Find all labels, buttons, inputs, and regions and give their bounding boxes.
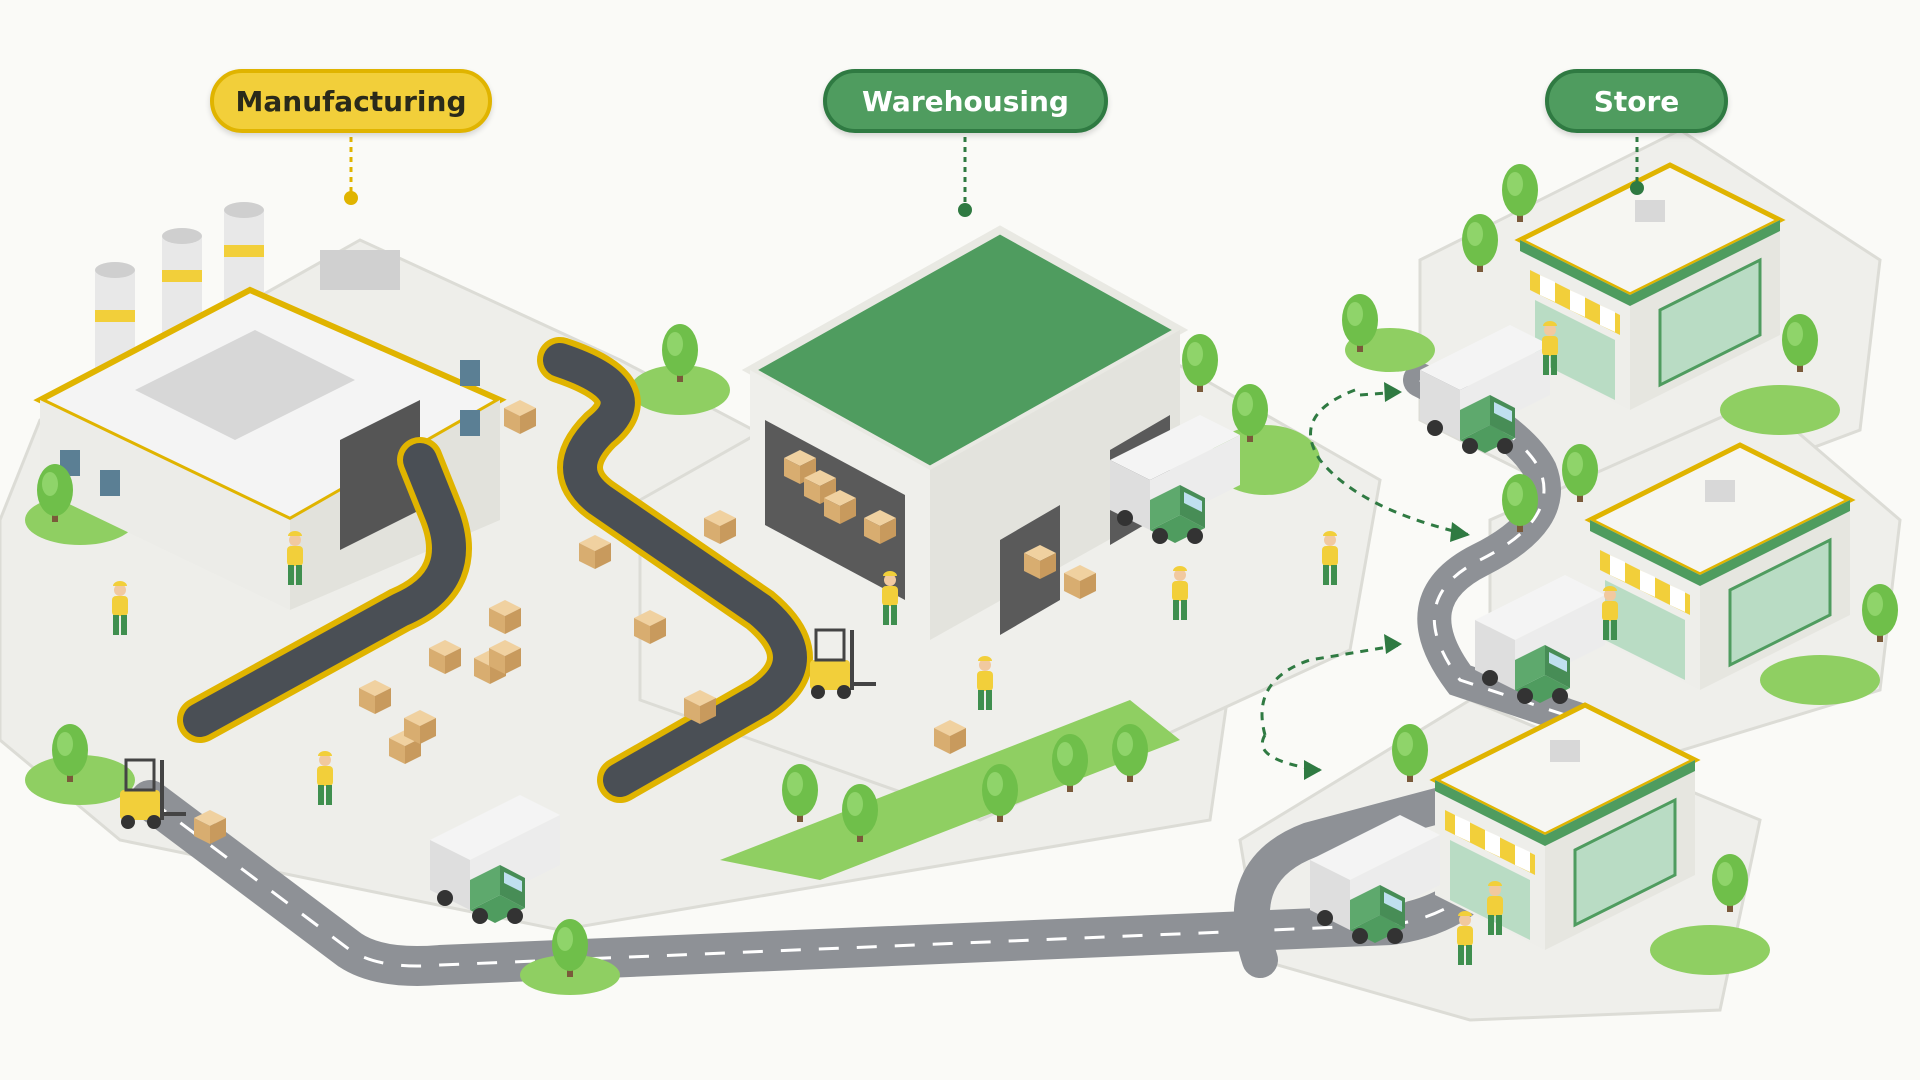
conveyor-icon: [177, 337, 813, 803]
manufacturing-label: Manufacturing: [210, 69, 492, 133]
warehousing-label: Warehousing: [823, 69, 1108, 133]
factory-icon: [33, 202, 507, 610]
store-label: Store: [1545, 69, 1728, 133]
